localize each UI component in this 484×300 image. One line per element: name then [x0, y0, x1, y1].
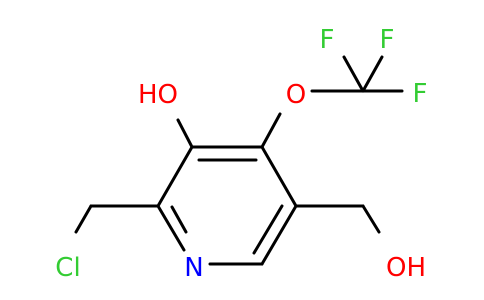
bonds: [74, 55, 404, 266]
bond-c2-c3: [156, 145, 194, 208]
bond-c5-c6: [260, 204, 298, 266]
bond-c4-o: [260, 112, 282, 149]
atom-f-left: F: [320, 25, 335, 55]
atom-cl: Cl: [55, 253, 80, 283]
atom-f-middle: F: [380, 25, 395, 55]
bond-n-c2-inner: [170, 205, 188, 234]
bond-c4-c5: [260, 145, 298, 208]
atom-o-ether: O: [286, 80, 306, 110]
atom-n-ring: N: [184, 253, 203, 283]
atom-f-right: F: [413, 79, 428, 109]
bond-ch2-oh: [361, 204, 381, 234]
bond-n-c2: [156, 204, 186, 252]
bond-c-f-left: [342, 55, 365, 93]
atom-ho-top: HO: [138, 80, 178, 110]
bond-ch2-cl: [74, 204, 93, 234]
atom-oh-right: OH: [386, 253, 426, 283]
bond-c3-oh: [176, 118, 194, 149]
bond-c-f-middle: [361, 55, 384, 93]
bond-c5-c6-inner: [252, 204, 284, 255]
